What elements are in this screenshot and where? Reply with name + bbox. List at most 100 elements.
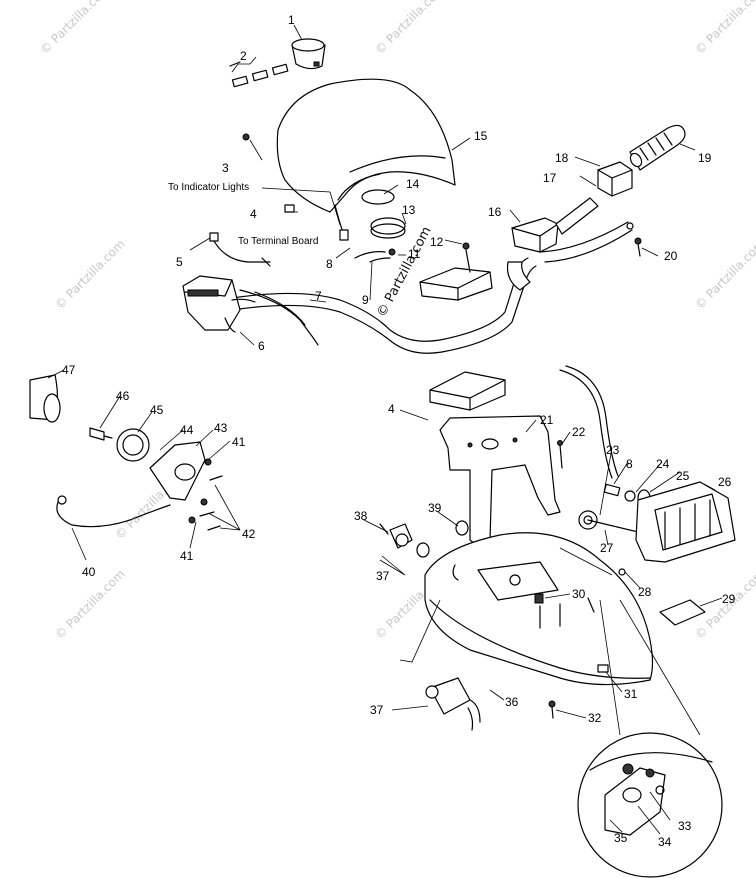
callout-label: 29 [722, 592, 736, 606]
part-45-ring [116, 428, 150, 462]
callout-label: 8 [626, 457, 633, 471]
note-indicator-leader [261, 187, 341, 226]
part-37-key-switch [425, 677, 481, 731]
callout-label: 17 [543, 171, 557, 185]
callout-label: 16 [488, 205, 502, 219]
callout-label: 19 [698, 151, 712, 165]
part-18-throttle-housing [597, 161, 633, 197]
part-28-clip [618, 568, 626, 576]
part-36-lower-fairing [424, 532, 654, 686]
note-indicator-lights: To Indicator Lights [168, 182, 249, 193]
part-22-bolt [557, 440, 563, 469]
callout-label: 9 [362, 293, 369, 307]
callout-label: 15 [474, 129, 488, 143]
callout-label: 38 [354, 509, 368, 523]
part-40-cable [56, 495, 171, 528]
callout-label: 47 [62, 363, 76, 377]
callout-label: 39 [428, 501, 442, 515]
callout-label: 4 [388, 402, 395, 416]
part-17-lever-pivot [555, 197, 599, 235]
callout-label: 12 [430, 235, 444, 249]
callout-label: 24 [656, 457, 670, 471]
part-20-screw [634, 237, 642, 257]
part-14-ring [361, 189, 395, 205]
headlight-cable [559, 365, 619, 479]
callout-label: 27 [600, 541, 614, 555]
callout-label: 32 [588, 711, 602, 725]
watermark-text: © Partzilla.com [37, 0, 112, 57]
callout-label: 5 [176, 255, 183, 269]
callout-label: 42 [242, 527, 256, 541]
watermark-text: © Partzilla.com [372, 0, 447, 57]
part-13-ring [370, 217, 406, 239]
part-42-screws [199, 475, 223, 531]
part-19-grip [629, 124, 686, 171]
part-12-clamp-top [419, 242, 493, 301]
part-4-clip [284, 204, 295, 213]
callout-label: 2 [240, 49, 247, 63]
callout-label: 46 [116, 389, 130, 403]
callout-label: 33 [678, 819, 692, 833]
callout-label: 23 [606, 443, 620, 457]
callout-label: 6 [258, 339, 265, 353]
leader-lines [47, 24, 723, 835]
callout-label: 30 [572, 587, 586, 601]
part-32-screw [548, 700, 556, 719]
callout-label: 11 [408, 247, 421, 261]
part-23-adjuster-gear [578, 510, 639, 533]
note-terminal-board: To Terminal Board [238, 236, 318, 247]
callout-label: 41 [180, 549, 194, 563]
part-29-switch [659, 599, 706, 626]
part-38-ignition-key [379, 523, 413, 549]
part-21-bracket [439, 415, 561, 549]
part-5-connector [209, 232, 271, 267]
callout-label: 37 [376, 569, 390, 583]
callout-numbers: 1 2 3 4 5 6 7 8 9 11 12 13 14 15 16 17 1… [62, 13, 736, 849]
callout-label: 31 [624, 687, 638, 701]
callout-label: 37 [370, 703, 384, 717]
callout-label: 1 [288, 13, 295, 27]
part-2-lenses [229, 56, 289, 88]
handlebar-clamp-lower [429, 371, 506, 411]
part-24-nut [624, 490, 636, 502]
part-30-clip [534, 593, 544, 604]
callout-label: 13 [402, 203, 416, 217]
part-1-gauge [291, 38, 326, 70]
callout-label: 25 [676, 469, 690, 483]
callout-label: 28 [638, 585, 652, 599]
wire-harness [334, 204, 396, 263]
center-watermark: © Partzilla.com [374, 224, 434, 320]
callout-label: 18 [555, 151, 569, 165]
callout-label: 34 [658, 835, 672, 849]
part-31-nut [597, 664, 609, 673]
callout-label: 36 [505, 695, 519, 709]
watermark-text: © Partzilla.com [692, 0, 756, 57]
watermark-text: © Partzilla.com [52, 237, 127, 312]
part-47-grip [29, 374, 61, 423]
part-39-grommet [416, 520, 469, 558]
callout-label: 8 [326, 257, 333, 271]
watermark-text: © Partzilla.com [692, 237, 756, 312]
callout-label: 14 [406, 177, 420, 191]
callout-label: 26 [718, 475, 732, 489]
brake-lever [539, 221, 634, 263]
part-41-nuts [188, 458, 212, 524]
callout-label: 22 [572, 425, 586, 439]
callout-label: 45 [150, 403, 164, 417]
part-16-master-cylinder [506, 217, 559, 291]
callout-label: 41 [232, 435, 246, 449]
detail-inset [577, 599, 723, 878]
part-3-screw [242, 133, 250, 141]
part-26-headlight [635, 481, 736, 563]
part-43-mount-plate [149, 441, 206, 501]
part-6-switch-housing [182, 275, 319, 346]
callout-label: 43 [214, 421, 228, 435]
callout-label: 35 [614, 831, 628, 845]
callout-label: 3 [222, 161, 229, 175]
part-8-bulb [603, 483, 621, 497]
callout-label: 21 [540, 413, 554, 427]
callout-label: 20 [664, 249, 678, 263]
callout-label: 44 [180, 423, 194, 437]
